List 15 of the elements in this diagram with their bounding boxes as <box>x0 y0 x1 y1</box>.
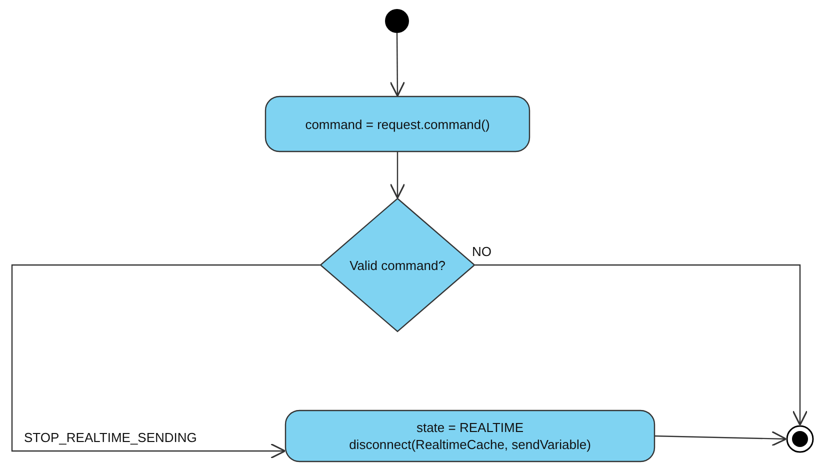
arrow <box>390 152 406 199</box>
action-box <box>265 96 530 152</box>
arrow <box>11 264 320 459</box>
arrow <box>390 33 406 97</box>
action-label: disconnect(RealtimeCache, sendVariable) <box>349 436 591 453</box>
final-node <box>786 425 814 453</box>
edge-label: STOP_REALTIME_SENDING <box>22 430 199 445</box>
arrow <box>475 264 808 426</box>
initial-node <box>385 9 409 33</box>
action-label: state = REALTIME <box>416 419 524 436</box>
action-label: command = request.command() <box>305 116 490 132</box>
decision-diamond <box>320 198 475 332</box>
arrow <box>654 430 787 446</box>
decision-label: Valid command? <box>350 256 446 274</box>
action-box <box>285 410 655 462</box>
